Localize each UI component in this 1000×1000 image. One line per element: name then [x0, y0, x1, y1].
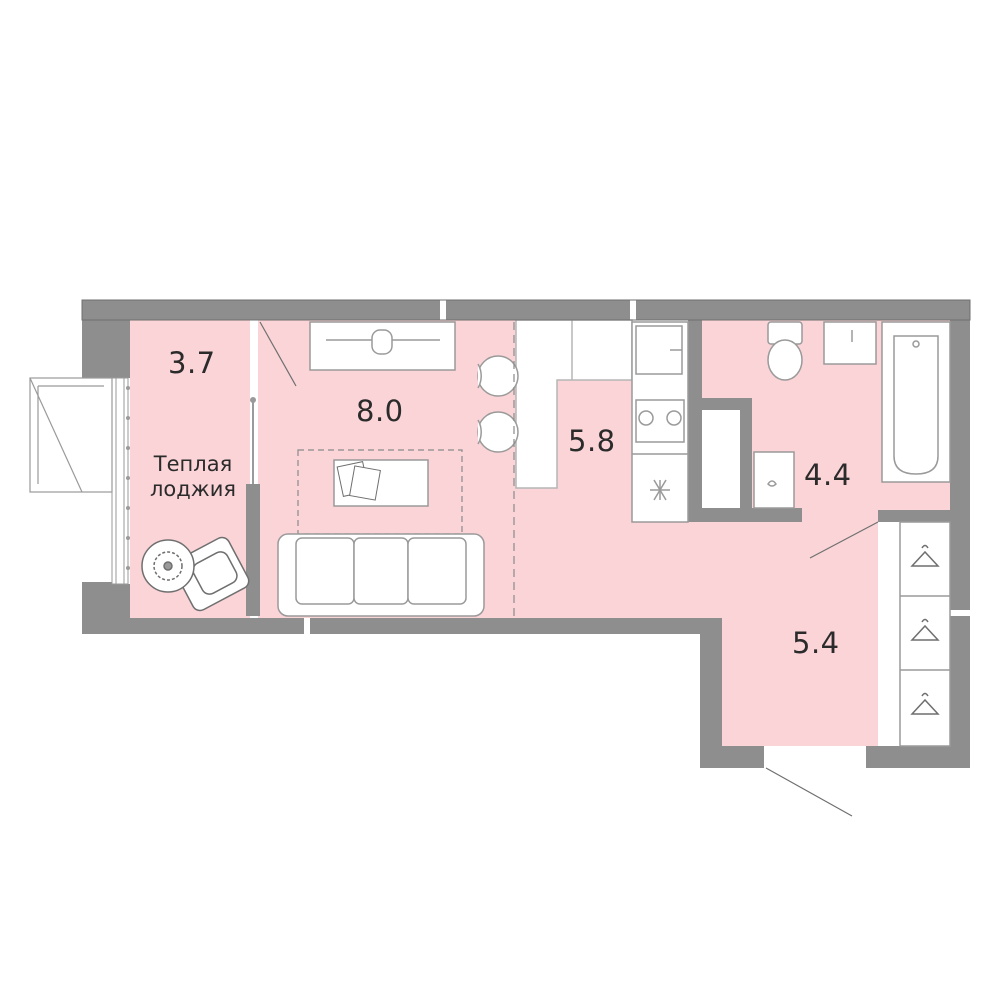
sofa: [277, 533, 485, 617]
kitchen-fixtures: [631, 321, 689, 523]
bathroom-area-label: 4.4: [804, 458, 852, 492]
loggia-note: Теплая лоджия: [140, 452, 246, 502]
dining-chairs: [477, 355, 519, 453]
loggia-area-label: 3.7: [168, 346, 216, 380]
walls: [82, 300, 970, 768]
external-canopy: [29, 377, 113, 493]
loggia-note-line2: лоджия: [150, 477, 236, 501]
loggia-window: [111, 377, 130, 585]
wall-outlines: [81, 299, 971, 321]
wardrobe: [899, 521, 951, 747]
rug: [297, 449, 463, 535]
door-swings: [259, 321, 879, 817]
bathroom-fixtures: [753, 321, 951, 509]
tv-console: [309, 321, 456, 371]
kitchen-area-label: 5.8: [568, 424, 616, 458]
loggia-furniture: [141, 536, 250, 612]
living-area-label: 8.0: [356, 394, 404, 428]
loggia-note-line1: Теплая: [153, 452, 233, 476]
kitchen-floor: [516, 320, 878, 746]
hallway-area-label: 5.4: [792, 626, 840, 660]
